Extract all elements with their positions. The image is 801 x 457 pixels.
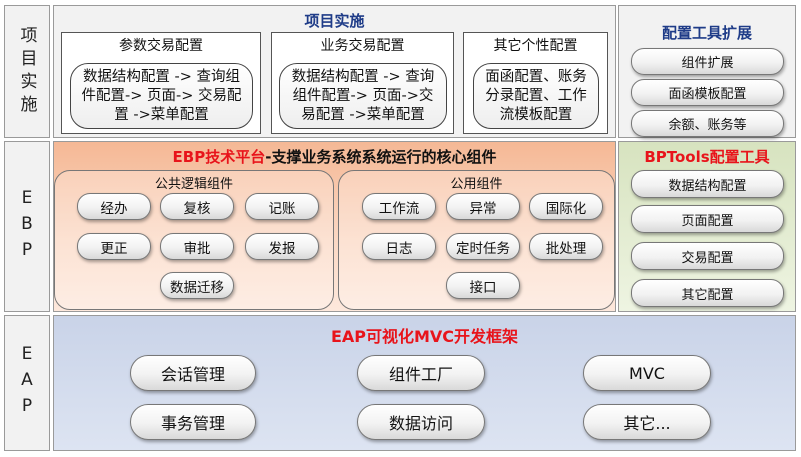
logic-item-review: 复核	[160, 193, 234, 220]
rail-eap: EAP	[4, 315, 50, 451]
project-title: 项目实施	[304, 12, 365, 30]
project-box-other: 其它个性配置 面函配置、账务分录配置、工作流模板配置	[463, 32, 608, 134]
common-item-workflow: 工作流	[362, 193, 436, 220]
project-box-business-title: 业务交易配置	[320, 38, 405, 54]
bptools-title: BPTools配置工具	[644, 148, 770, 166]
common-item-batch: 批处理	[529, 233, 603, 260]
logic-group-title: 公共逻辑组件	[154, 177, 233, 192]
logic-item-correction: 更正	[77, 233, 151, 260]
tools-band: 配置工具扩展 组件扩展 面函模板配置 余额、账务等	[618, 5, 796, 138]
bptools-item-data-structure: 数据结构配置	[631, 170, 784, 198]
ebp-title: EBP技术平台-支撑业务系统系统运行的核心组件	[54, 146, 615, 167]
eap-item-transaction: 事务管理	[130, 404, 256, 440]
logic-item-approval: 审批	[160, 233, 234, 260]
tools-item-component-ext: 组件扩展	[631, 48, 784, 75]
project-box-param: 参数交易配置 数据结构配置 -> 查询组件配置-> 页面-> 交易配置 ->菜单…	[61, 32, 261, 134]
eap-item-mvc: MVC	[583, 355, 711, 391]
bptools-band: BPTools配置工具 数据结构配置 页面配置 交易配置 其它配置	[618, 141, 796, 312]
project-box-business-content: 数据结构配置 -> 查询组件配置-> 页面->交易配置 ->菜单配置	[279, 63, 447, 129]
eap-band: EAP可视化MVC开发框架 会话管理 组件工厂 MVC 事务管理 数据访问 其它…	[53, 315, 796, 451]
rail-ebp: EBP	[4, 141, 50, 312]
tools-item-template-config: 面函模板配置	[631, 79, 784, 106]
eap-title: EAP可视化MVC开发框架	[330, 327, 519, 346]
logic-item-send-report: 发报	[245, 233, 319, 260]
project-box-other-title: 其它个性配置	[493, 38, 578, 54]
bptools-item-page: 页面配置	[631, 205, 784, 233]
logic-group: 公共逻辑组件 经办 复核 记账 更正 审批 发报 数据迁移	[54, 170, 334, 310]
project-box-other-content: 面函配置、账务分录配置、工作流模板配置	[473, 63, 599, 129]
bptools-item-transaction: 交易配置	[631, 242, 784, 270]
common-item-log: 日志	[362, 233, 436, 260]
ebp-title-rest: -支撑业务系统系统运行的核心组件	[265, 148, 497, 166]
project-band: 项目实施 参数交易配置 数据结构配置 -> 查询组件配置-> 页面-> 交易配置…	[53, 5, 616, 138]
eap-item-component-factory: 组件工厂	[357, 355, 485, 391]
bptools-item-other: 其它配置	[631, 279, 784, 307]
rail-eap-label: EAP	[17, 344, 37, 422]
rail-project-label: 项目实施	[16, 25, 37, 118]
common-group-title: 公用组件	[450, 177, 503, 192]
common-item-scheduled-task: 定时任务	[446, 233, 520, 260]
eap-item-session: 会话管理	[130, 355, 256, 391]
project-box-business: 业务交易配置 数据结构配置 -> 查询组件配置-> 页面->交易配置 ->菜单配…	[271, 32, 454, 134]
logic-item-data-migration: 数据迁移	[160, 272, 234, 299]
tools-item-balance: 余额、账务等	[631, 110, 784, 137]
logic-item-bookkeeping: 记账	[245, 193, 319, 220]
project-box-param-title: 参数交易配置	[119, 38, 203, 54]
rail-ebp-label: EBP	[17, 187, 37, 266]
logic-item-handle: 经办	[77, 193, 151, 220]
ebp-band: EBP技术平台-支撑业务系统系统运行的核心组件 公共逻辑组件 经办 复核 记账 …	[53, 141, 616, 312]
project-box-param-content: 数据结构配置 -> 查询组件配置-> 页面-> 交易配置 ->菜单配置	[70, 63, 253, 129]
tools-title: 配置工具扩展	[661, 24, 752, 42]
common-item-interface: 接口	[446, 272, 520, 299]
common-item-i18n: 国际化	[529, 193, 603, 220]
rail-project: 项目实施	[4, 5, 50, 138]
ebp-title-main: EBP技术平台	[172, 148, 266, 166]
common-group: 公用组件 工作流 异常 国际化 日志 定时任务 批处理 接口	[338, 170, 615, 310]
eap-item-other: 其它...	[583, 404, 711, 440]
common-item-exception: 异常	[446, 193, 520, 220]
eap-item-data-access: 数据访问	[357, 404, 485, 440]
